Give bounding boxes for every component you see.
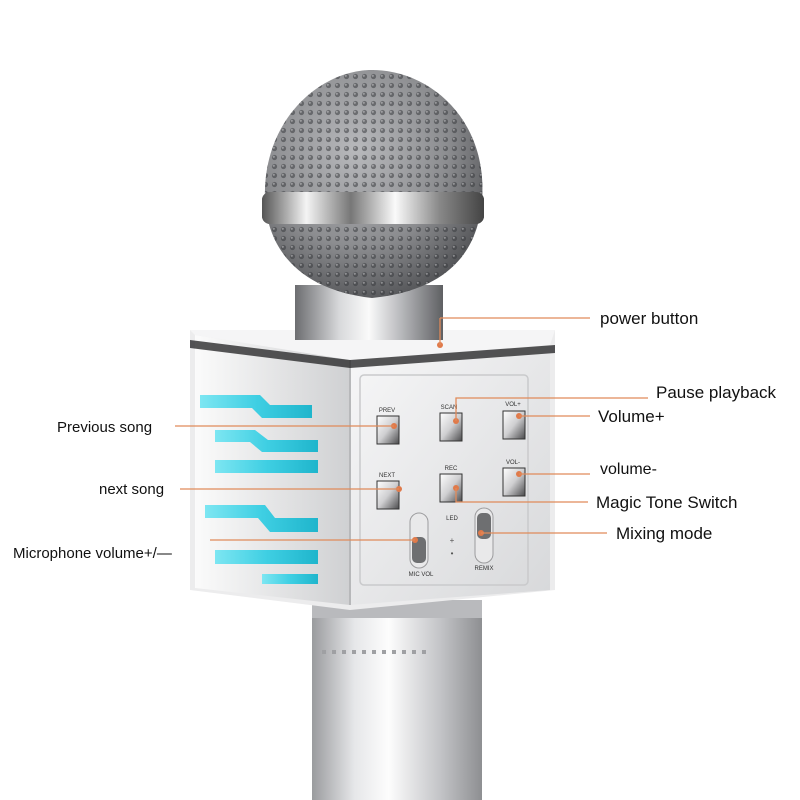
callout-magic-tone-switch: Magic Tone Switch <box>596 493 737 512</box>
remix-slider[interactable]: REMIX <box>474 507 494 572</box>
mic-vol-slider[interactable]: MIC VOL <box>409 512 434 578</box>
top-face <box>190 330 555 360</box>
next-button-label: NEXT <box>379 473 395 479</box>
callout-power-button: power button <box>600 309 698 328</box>
led-strip-6 <box>262 574 318 584</box>
callout-mixing-mode: Mixing mode <box>616 524 712 543</box>
led-strip-4 <box>205 505 318 532</box>
mic-vol-label: MIC VOL <box>409 572 434 578</box>
rec-button-label: REC <box>445 466 458 472</box>
scan-button[interactable] <box>439 412 463 442</box>
leader-magic-tone <box>455 488 588 503</box>
callout-volume-down: volume- <box>600 461 657 478</box>
callout-pause-playback: Pause playback <box>656 383 777 402</box>
vol-down-button[interactable] <box>502 467 526 497</box>
prev-button[interactable] <box>376 415 400 445</box>
led-strip-5 <box>215 550 318 564</box>
microphone-grille <box>262 70 484 298</box>
callout-microphone-volume: Microphone volume+/— <box>13 545 172 562</box>
led-strip-1 <box>200 395 312 418</box>
vol-down-button-label: VOL- <box>506 460 520 466</box>
handle <box>312 600 482 800</box>
led-label: LED <box>446 516 458 522</box>
minus-mark: • <box>451 549 454 558</box>
prev-button-label: PREV <box>379 408 395 414</box>
leader-lines <box>175 317 648 541</box>
led-strip-2 <box>215 430 318 452</box>
callout-volume-up: Volume+ <box>598 407 665 426</box>
led-strip-3 <box>215 460 318 473</box>
remix-label: REMIX <box>474 566 493 572</box>
handle-grip-dots <box>322 650 426 654</box>
next-button[interactable] <box>376 480 400 510</box>
callouts: power button Pause playback Volume+ Prev… <box>13 309 777 562</box>
led-light-strips <box>200 395 318 584</box>
plus-mark: + <box>450 536 455 545</box>
scan-button-label: SCAN <box>441 405 458 411</box>
callout-previous-song: Previous song <box>57 419 152 436</box>
leader-pause-playback <box>455 397 648 421</box>
vol-up-button-label: VOL+ <box>505 402 521 408</box>
mic-vol-slider-knob[interactable] <box>412 537 426 563</box>
callout-next-song: next song <box>99 481 164 498</box>
